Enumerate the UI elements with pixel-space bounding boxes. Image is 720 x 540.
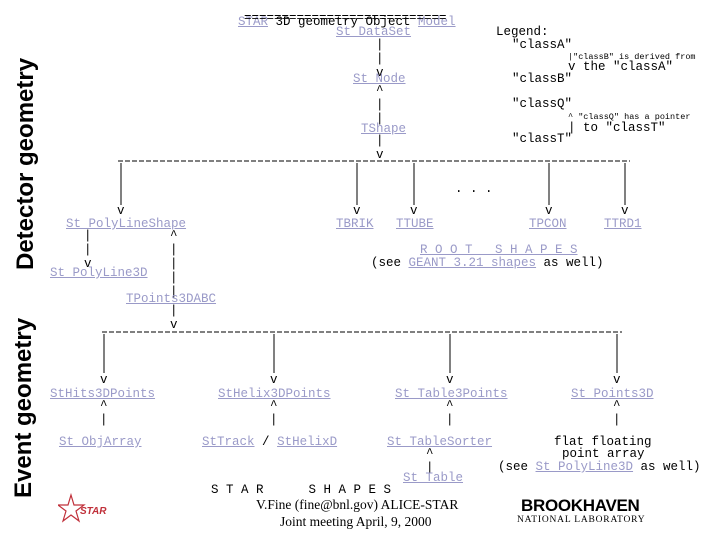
node-st-node[interactable]: St_Node <box>353 72 406 86</box>
flat-array-note: (see St_PolyLine3D as well) <box>498 460 701 474</box>
node-st-polyline3d[interactable]: St_PolyLine3D <box>50 266 148 280</box>
node-st-helixd[interactable]: StHelixD <box>277 435 338 449</box>
legend-class-q: "classQ" <box>512 97 573 111</box>
roots-note: (see GEANT 3.21 shapes as well) <box>371 256 604 270</box>
star-logo: STAR <box>56 492 108 530</box>
legend-class-t: "classT" <box>512 132 573 146</box>
arrowhead: v <box>446 373 454 387</box>
track-helix-group: StTrack / StHelixD <box>202 435 338 449</box>
geant-link[interactable]: GEANT 3.21 shapes <box>408 256 537 270</box>
meeting-line: Joint meeting April, 9, 2000 <box>280 514 432 529</box>
ellipsis: . . . <box>455 182 493 196</box>
legend-class-b: "classB" <box>512 72 573 86</box>
node-ttrd1[interactable]: TTRD1 <box>604 217 642 231</box>
node-st-polylineshape[interactable]: St_PolyLineShape <box>66 217 187 231</box>
node-ttube[interactable]: TTUBE <box>396 217 434 231</box>
arrowhead: v <box>621 204 629 218</box>
node-st-table3points[interactable]: St_Table3Points <box>395 387 508 401</box>
arrowhead: v <box>100 373 108 387</box>
arrowhead: v <box>117 204 125 218</box>
arrowhead: v <box>410 204 418 218</box>
node-st-objarray[interactable]: St_ObjArray <box>59 435 142 449</box>
node-st-dataset[interactable]: St_DataSet <box>336 25 412 39</box>
legend-derived-v: v the "classA" <box>568 60 674 74</box>
flat-array-line2: point array <box>562 447 645 461</box>
node-tpoints3dabc[interactable]: TPoints3DABC <box>126 292 217 306</box>
star-link[interactable]: STAR <box>238 15 269 29</box>
author-line: V.Fine (fine@bnl.gov) ALICE-STAR <box>256 497 459 512</box>
arrowhead: v <box>353 204 361 218</box>
arrow-dataset-node: | | v <box>376 38 384 80</box>
polyline3d-link[interactable]: St_PolyLine3D <box>535 460 634 474</box>
arrow-polylineshape-tpoints: ^ | | | | <box>170 229 178 299</box>
node-st-hits3dpoints[interactable]: StHits3DPoints <box>50 387 156 401</box>
legend-pointer-to: | to "classT" <box>568 121 666 135</box>
bnl-logo: BROOKHAVEN NATIONAL LABORATORY <box>517 496 646 525</box>
arrow-node-tshape: ^ | | <box>376 84 384 126</box>
arrow-table3-sorter: ^ | <box>446 399 454 427</box>
arrowhead: v <box>545 204 553 218</box>
node-st-helix3dpoints[interactable]: StHelix3DPoints <box>218 387 331 401</box>
arrow-helix-track: ^ | <box>270 399 278 427</box>
legend-class-a: "classA" <box>512 38 573 52</box>
arrow-polylineshape-polyline3d: | | v <box>84 229 92 271</box>
roots-label[interactable]: R O O T S H A P E S <box>420 243 578 257</box>
model-link[interactable]: Model <box>418 15 456 29</box>
svg-text:STAR: STAR <box>80 506 107 517</box>
legend-derived-note: |"classB" is derived from <box>568 52 696 62</box>
node-st-points3d[interactable]: St_Points3D <box>571 387 654 401</box>
arrow-tpoints-events: | v <box>170 304 178 332</box>
flat-array-line1: flat floating <box>554 435 652 449</box>
arrowhead: v <box>270 373 278 387</box>
arrow-hits-objarray: ^ | <box>100 399 108 427</box>
star-shapes-caption: S T A R S H A P E S <box>211 483 392 497</box>
node-tpcon[interactable]: TPCON <box>529 217 567 231</box>
node-st-track[interactable]: StTrack <box>202 435 255 449</box>
node-tbrik[interactable]: TBRIK <box>336 217 374 231</box>
legend-title: Legend: <box>496 25 549 39</box>
node-tshape[interactable]: TShape <box>361 122 407 136</box>
legend-pointer-note: ^ "classQ" has a pointer <box>568 112 691 122</box>
node-st-tablesorter[interactable]: St_TableSorter <box>387 435 493 449</box>
arrow-points3d-flat: ^ | <box>613 399 621 427</box>
title-rule: =========================== <box>244 11 447 25</box>
diagram-title: STAR 3D geometry Object Model <box>238 1 456 29</box>
arrowhead: v <box>613 373 621 387</box>
node-st-table[interactable]: St_Table <box>403 471 464 485</box>
arrow-tshape-roots: | v <box>376 134 384 162</box>
arrow-sorter-table: ^ | <box>426 447 434 475</box>
title-text: 3D geometry Object <box>268 15 419 29</box>
